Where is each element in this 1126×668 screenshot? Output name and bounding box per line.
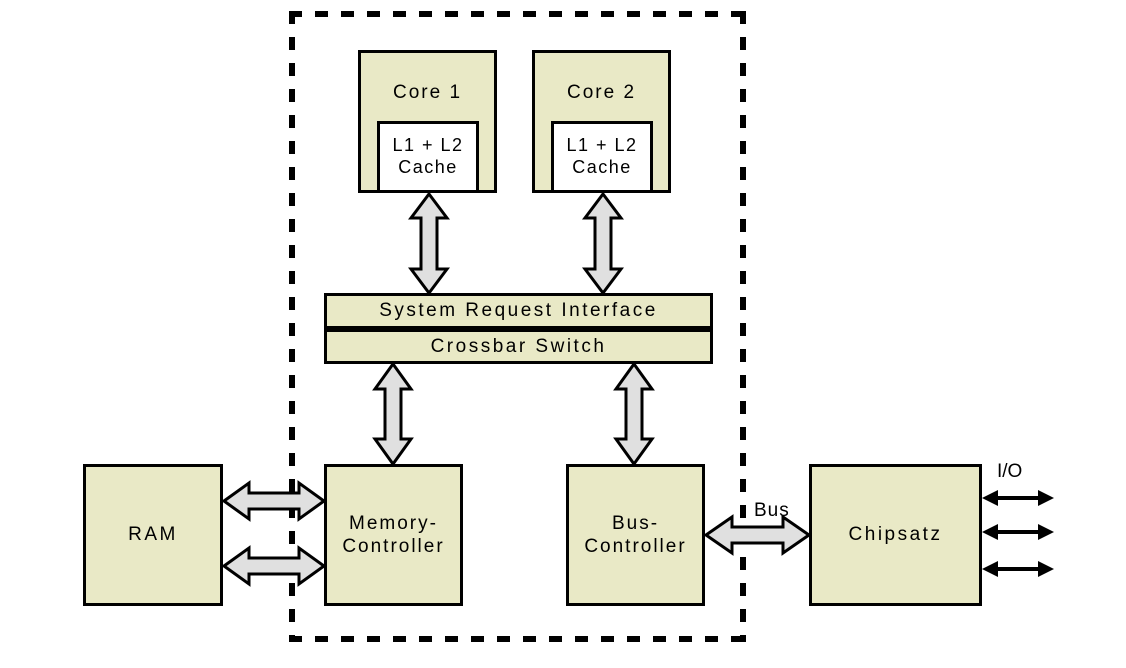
memory-controller-box[interactable]: Memory- Controller (324, 464, 463, 606)
arrow-crossbar-to-memory-controller (372, 361, 414, 467)
system-request-interface-box[interactable]: System Request Interface (324, 293, 713, 329)
io-arrow-3-icon (982, 561, 1054, 577)
ram-label: RAM (128, 524, 178, 546)
arrow-bus-controller-to-chipset (703, 514, 812, 556)
arrow-core1-to-sri (408, 191, 450, 296)
bus-label: Bus (754, 500, 790, 521)
core-2-cache-label: L1 + L2 Cache (566, 135, 638, 177)
core-1-cache-label: L1 + L2 Cache (392, 135, 464, 177)
arrow-crossbar-to-bus-controller (613, 361, 655, 467)
chipset-label: Chipsatz (848, 524, 943, 546)
ram-box[interactable]: RAM (83, 464, 223, 606)
crossbar-switch-box[interactable]: Crossbar Switch (324, 329, 713, 364)
arrow-ram-to-memory-controller-upper (221, 480, 327, 522)
bus-controller-label: Bus- Controller (584, 512, 687, 557)
crossbar-switch-label: Crossbar Switch (430, 335, 607, 357)
system-request-interface-label: System Request Interface (379, 300, 658, 322)
core-1-label: Core 1 (392, 82, 463, 103)
core-1-cache-box[interactable]: L1 + L2 Cache (377, 121, 479, 193)
io-label: I/O (997, 461, 1023, 482)
arrow-ram-to-memory-controller-lower (221, 545, 327, 587)
chipset-box[interactable]: Chipsatz (809, 464, 982, 606)
bus-controller-box[interactable]: Bus- Controller (566, 464, 705, 606)
core-2-label: Core 2 (566, 82, 637, 103)
arrow-core2-to-sri (582, 191, 624, 296)
io-arrow-2-icon (982, 524, 1054, 540)
memory-controller-label: Memory- Controller (342, 512, 445, 557)
io-arrow-1-icon (982, 490, 1054, 506)
core-2-cache-box[interactable]: L1 + L2 Cache (551, 121, 653, 193)
